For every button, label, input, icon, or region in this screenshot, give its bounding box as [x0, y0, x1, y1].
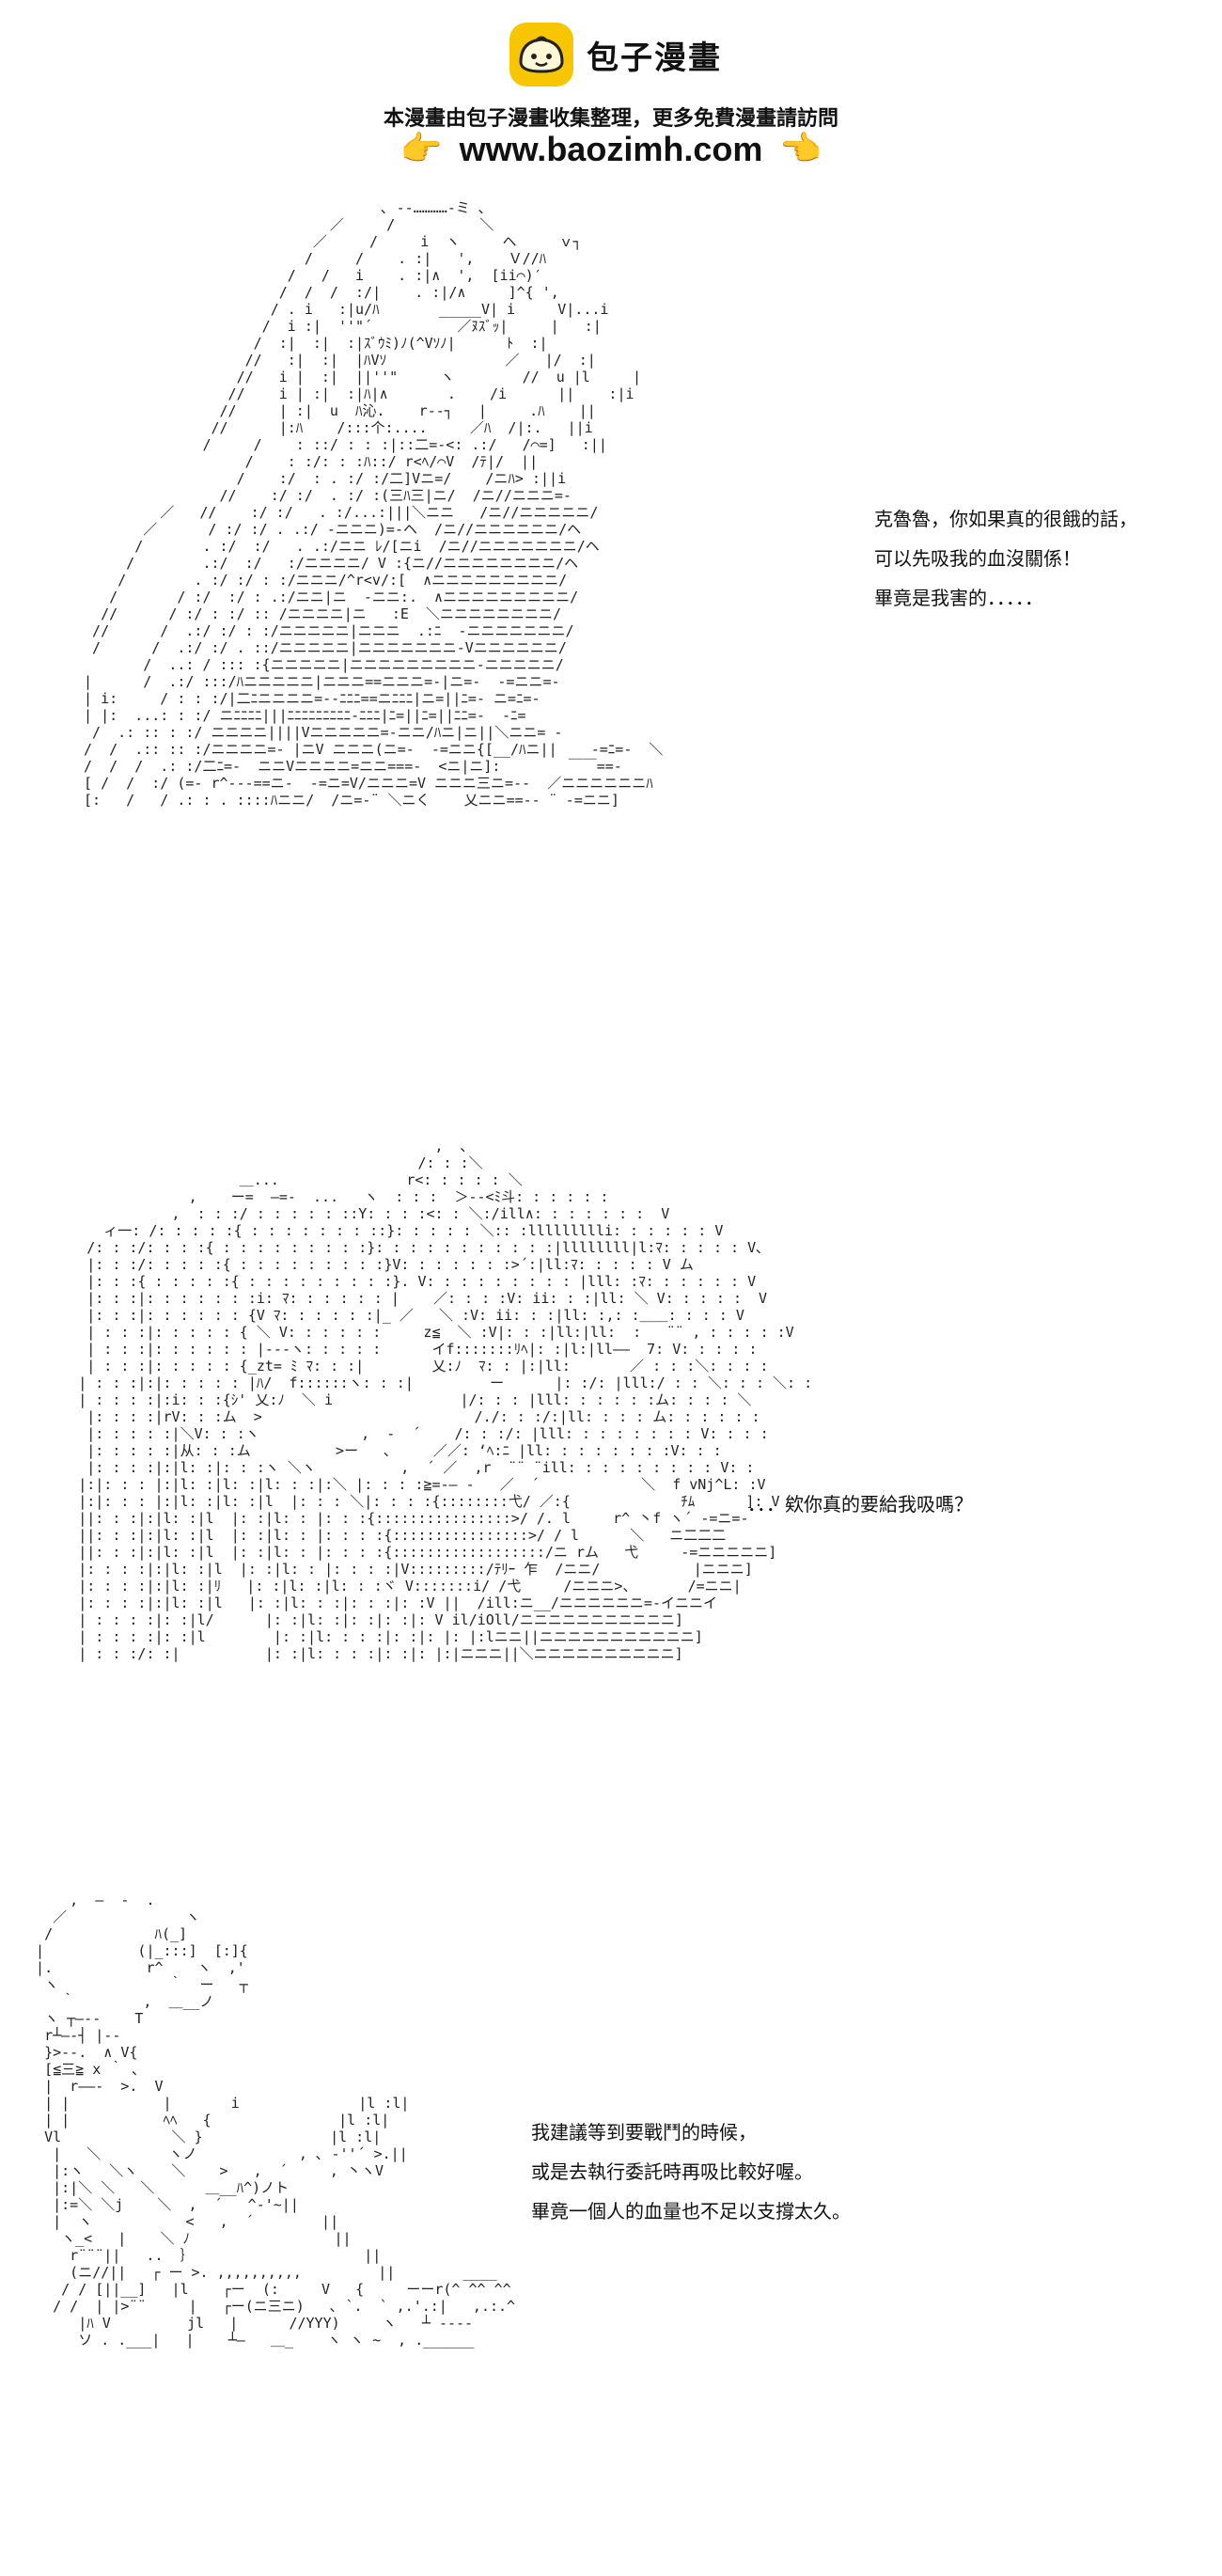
dialog-line: 可以先吸我的血沒關係！	[874, 547, 1081, 570]
pointing-left-hand-icon: 👈	[779, 130, 822, 168]
site-tagline: 本漫畫由包子漫畫收集整理，更多免費漫畫請訪問	[383, 107, 838, 131]
ascii-art-panel-2: , ､ /: : :＼ ＿... r<: : : : : ＼ , ー= ―=- …	[78, 1138, 813, 1662]
site-url-row[interactable]: 👉 www.baozimh.com 👈	[0, 130, 1222, 169]
ascii-art-panel-1: ､ -‐…………-ミ ､ ／ / ＼ ／ / i ヽ ヘ ｖ┐ / / . :|…	[84, 199, 664, 809]
ascii-art-panel-3: , ― - . ／ ヽ / ﾊ(_] | (|_:::] [:]{ |. r^ …	[36, 1892, 516, 2348]
brand-logo[interactable]: 包子漫畫	[508, 17, 722, 92]
dialog-panel-2: ．．．欸你真的要給我吸嗎？	[747, 1491, 973, 1531]
site-header: 包子漫畫 本漫畫由包子漫畫收集整理，更多免費漫畫請訪問 👉 www.baozim…	[0, 0, 1222, 179]
dialog-line: 畢竟是我害的．．．．．	[874, 587, 1043, 609]
brand-name: 包子漫畫	[587, 39, 722, 77]
dialog-panel-1: 克魯魯，你如果真的很餓的話， 可以先吸我的血沒關係！ 畢竟是我害的．．．．．	[874, 506, 1137, 624]
site-url-link[interactable]: www.baozimh.com	[459, 130, 763, 168]
dialog-line: ．．．欸你真的要給我吸嗎？	[747, 1493, 973, 1516]
bun-logo-icon	[509, 23, 573, 86]
pointing-right-hand-icon: 👉	[400, 130, 443, 168]
dialog-line: 或是去執行委託時再吸比較好喔。	[531, 2160, 813, 2183]
dialog-line: 畢竟一個人的血量也不足以支撐太久。	[531, 2200, 851, 2223]
dialog-line: 克魯魯，你如果真的很餓的話，	[874, 508, 1137, 530]
dialog-panel-3: 我建議等到要戰鬥的時候， 或是去執行委託時再吸比較好喔。 畢竟一個人的血量也不足…	[531, 2119, 851, 2238]
dialog-line: 我建議等到要戰鬥的時候，	[531, 2121, 757, 2144]
